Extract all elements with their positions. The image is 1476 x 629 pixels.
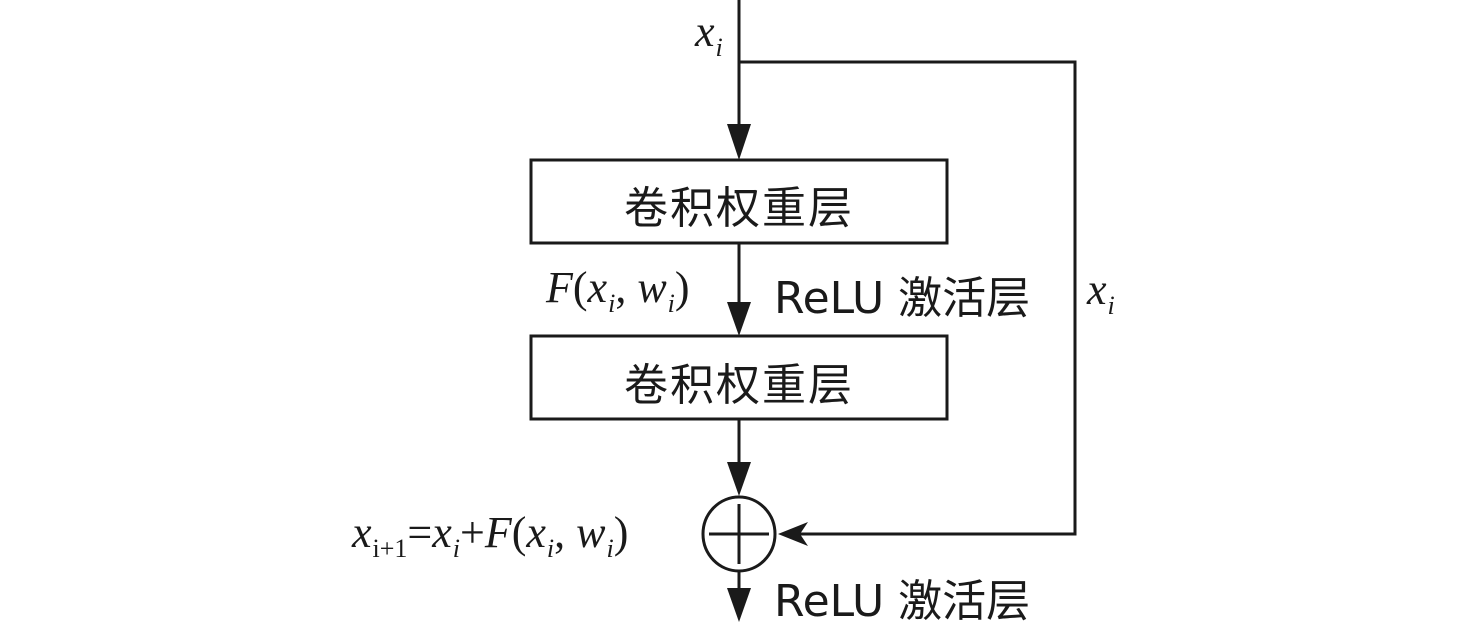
fn-sep: , bbox=[615, 263, 638, 312]
eq-open: ( bbox=[511, 508, 527, 557]
fn-name: F bbox=[546, 263, 573, 312]
eq-close: ) bbox=[613, 508, 629, 557]
eq-sign: = bbox=[407, 508, 433, 557]
fn-w-sub: i bbox=[667, 289, 675, 318]
fn-x: x bbox=[587, 263, 608, 312]
eq-plus: + bbox=[460, 508, 485, 557]
sum-equation: xi+1=xi+F(xi, wi) bbox=[352, 507, 629, 563]
shortcut-connector bbox=[739, 60, 1077, 536]
eq-x2: x bbox=[526, 508, 546, 557]
eq-lhs: x bbox=[352, 508, 372, 557]
eq-x2-sub: i bbox=[546, 534, 555, 563]
shortcut-label: xi bbox=[1087, 264, 1115, 320]
input-sub: i bbox=[715, 33, 723, 62]
arrow-shortcut-into-sum bbox=[778, 522, 808, 546]
conv-block-2-label: 卷积权重层 bbox=[624, 360, 854, 411]
eq-w-sub: i bbox=[606, 534, 614, 563]
eq-sep: , bbox=[554, 508, 577, 557]
arrow-into-block-1 bbox=[727, 124, 751, 160]
eq-x-sub: i bbox=[452, 534, 461, 563]
circled-plus-icon bbox=[701, 495, 777, 573]
activation-label-2: ReLU 激活层 bbox=[774, 576, 1031, 627]
shortcut-sub: i bbox=[1107, 291, 1115, 320]
input-label: xi bbox=[695, 6, 723, 62]
eq-lhs-sub: i+1 bbox=[372, 534, 408, 563]
arrow-into-block-2 bbox=[727, 302, 751, 336]
function-label: F(xi, wi) bbox=[546, 262, 690, 318]
conv-block-1 bbox=[529, 158, 949, 245]
activation-label-1: ReLU 激活层 bbox=[774, 273, 1031, 324]
eq-fn: F bbox=[484, 508, 512, 557]
arrow-into-sum bbox=[727, 462, 751, 496]
paren-close: ) bbox=[674, 263, 690, 312]
shortcut-var: x bbox=[1087, 265, 1107, 314]
eq-x: x bbox=[432, 508, 452, 557]
conv-block-1-label: 卷积权重层 bbox=[624, 183, 854, 234]
arrow-output bbox=[727, 588, 751, 622]
eq-w: w bbox=[576, 508, 606, 557]
input-var: x bbox=[695, 7, 715, 56]
fn-x-sub: i bbox=[608, 289, 616, 318]
paren-open: ( bbox=[572, 263, 588, 312]
fn-w: w bbox=[637, 263, 667, 312]
